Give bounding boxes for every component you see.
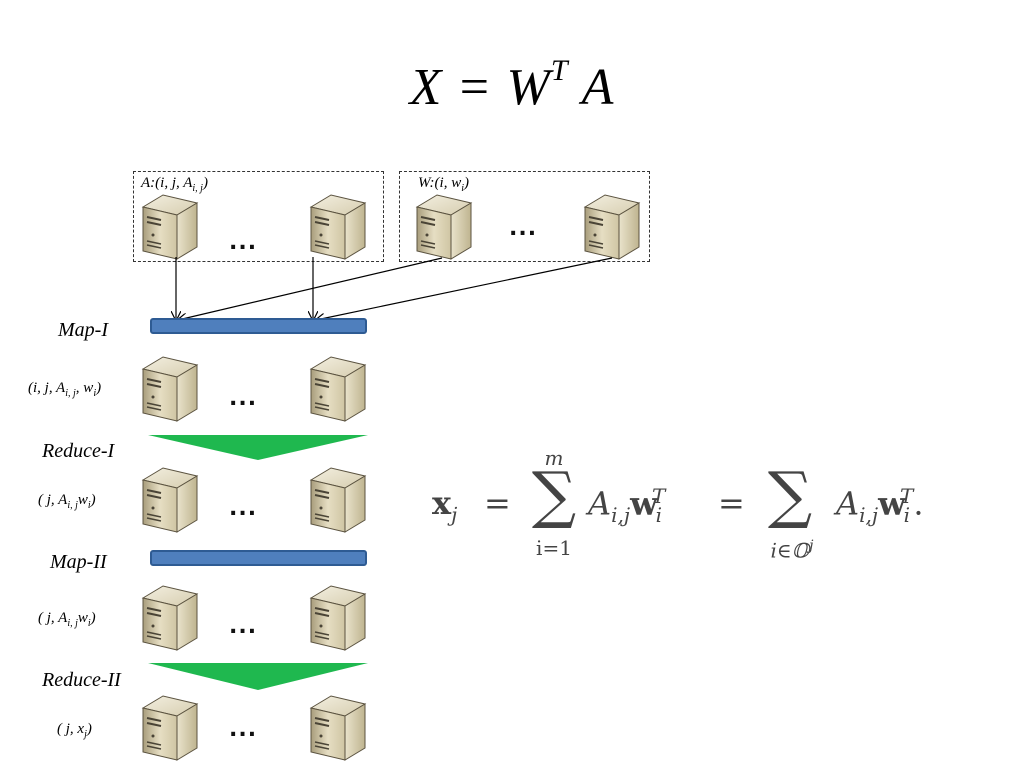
ellipsis: ... — [229, 386, 258, 411]
ellipsis: ... — [229, 496, 258, 521]
ellipsis: ... — [229, 717, 258, 742]
ellipsis: ... — [509, 216, 538, 241]
ellipsis: ... — [229, 614, 258, 639]
map1-bar — [150, 318, 367, 334]
map2-bar — [150, 550, 367, 566]
server-icon — [310, 467, 366, 533]
server-icon — [310, 356, 366, 422]
arrow — [316, 257, 613, 320]
stage-label-reduce1: Reduce-I — [42, 440, 115, 462]
tuple-label-2: ( j, Ai, jwi) — [38, 492, 96, 511]
server-icon — [142, 467, 198, 533]
reduce1-funnel — [148, 435, 368, 460]
page-title: X = WT A — [409, 53, 615, 116]
stage-label-map1: Map-I — [58, 319, 108, 341]
stage-label-reduce2: Reduce-II — [42, 669, 121, 691]
stage-label-map2: Map-II — [50, 551, 107, 573]
reduce2-funnel — [148, 663, 368, 690]
summation-formula: xj = m ∑ i=1 Ai,jwiT = ∑ i∈𝕆j Ai,jwiT. — [432, 446, 924, 563]
vector-w-input-box — [399, 171, 650, 262]
ellipsis: ... — [229, 230, 258, 255]
matrix-a-label: A:(i, j, Ai, j) — [141, 175, 208, 194]
matrix-a-input-box — [133, 171, 384, 262]
vector-w-label: W:(i, wi) — [418, 175, 469, 194]
tuple-label-3: ( j, Ai, jwi) — [38, 610, 96, 629]
server-icon — [142, 585, 198, 651]
tuple-label-4: ( j, xj) — [57, 721, 92, 740]
server-icon — [310, 585, 366, 651]
server-icon — [310, 695, 366, 761]
input-arrows — [0, 257, 613, 340]
arrow — [178, 257, 443, 320]
server-icon — [142, 695, 198, 761]
server-icon — [142, 356, 198, 422]
tuple-label-1: (i, j, Ai, j, wi) — [28, 380, 102, 399]
